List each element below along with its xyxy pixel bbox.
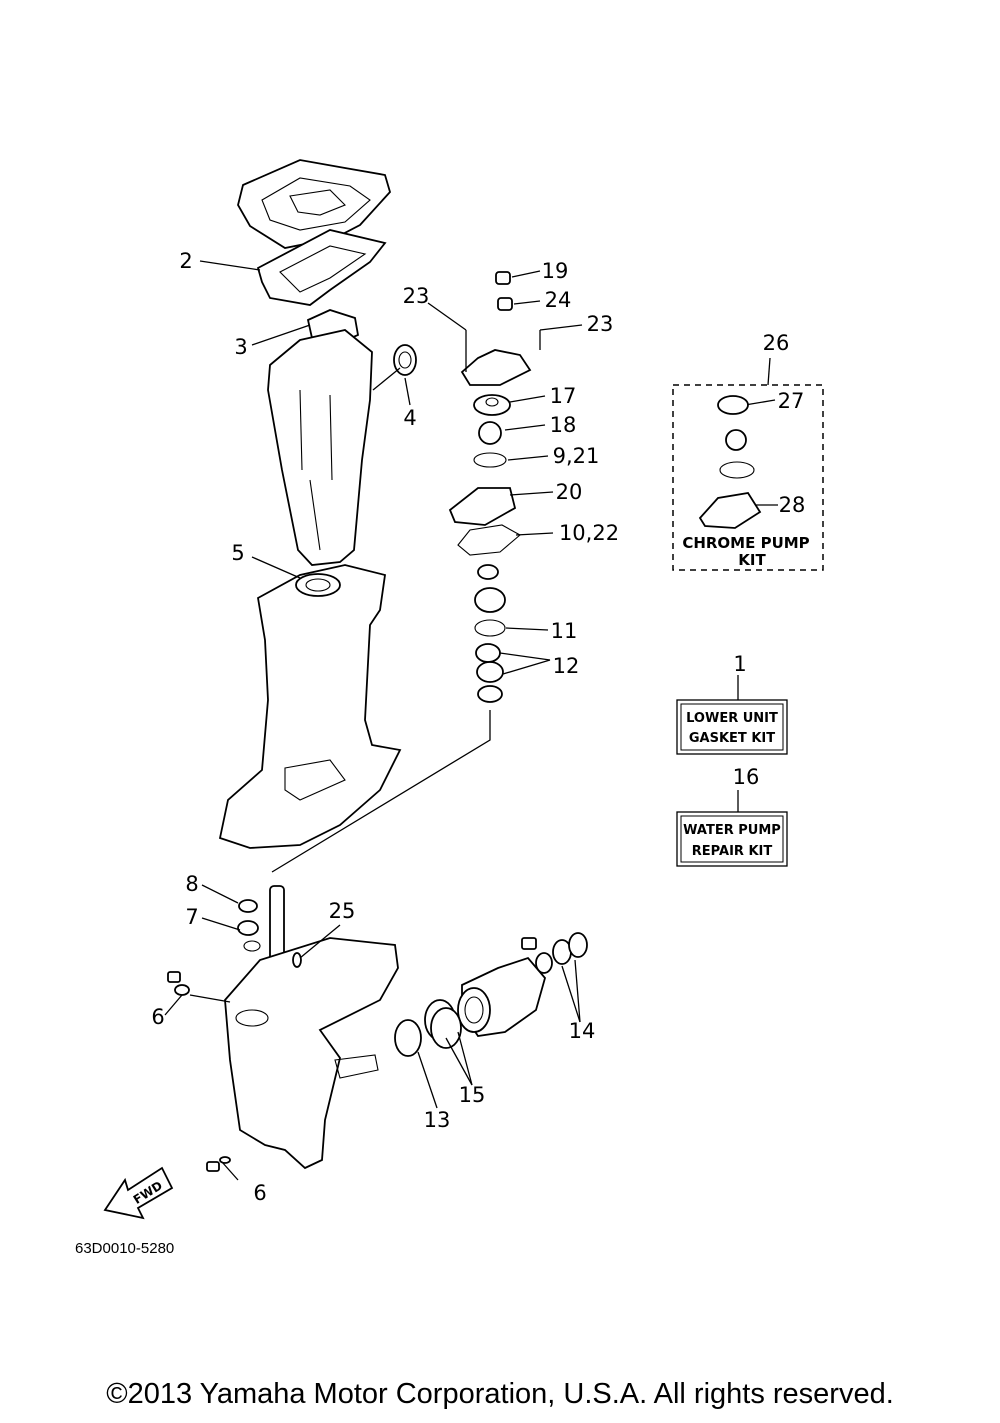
callout-26: 26: [763, 331, 790, 355]
callout-18: 18: [550, 413, 577, 437]
water-pump-repair-kit-box: WATER PUMP REPAIR KIT: [676, 811, 788, 867]
callout-24: 24: [545, 288, 572, 312]
water-pump-repair-kit-line2: REPAIR KIT: [692, 844, 773, 859]
callouts: 2 3 4 5 19 23 24 23 17 18 9,21 20 10,22 …: [151, 249, 805, 1205]
callout-14: 14: [569, 1019, 596, 1043]
water-pump-repair-kit-line1: WATER PUMP: [683, 823, 781, 838]
water-pump-parts: [448, 271, 532, 703]
callout-23-right: 23: [587, 312, 614, 336]
callout-20: 20: [556, 480, 583, 504]
callout-7: 7: [185, 905, 198, 929]
callout-3: 3: [234, 335, 247, 359]
callout-12: 12: [553, 654, 580, 678]
chrome-pump-kit-box: CHROME PUMP KIT: [672, 384, 824, 571]
callout-11: 11: [551, 619, 578, 643]
callout-8: 8: [185, 872, 198, 896]
callout-17: 17: [550, 384, 577, 408]
diagram-number: 63D0010-5280: [75, 1240, 174, 1257]
callout-4: 4: [403, 406, 416, 430]
callout-13: 13: [424, 1108, 451, 1132]
upper-mount-plate: [237, 159, 392, 249]
chrome-pump-kit-line2: KIT: [738, 551, 766, 569]
callout-10-22: 10,22: [559, 521, 619, 545]
fwd-arrow: FWD: [103, 1166, 174, 1220]
callout-19: 19: [542, 259, 569, 283]
oil-seal-4: [393, 344, 417, 376]
callout-9-21: 9,21: [553, 444, 600, 468]
upper-casing: [267, 329, 373, 566]
leader-lines: [164, 260, 778, 1181]
chrome-pump-kit-line1: CHROME PUMP: [682, 534, 809, 552]
lower-unit-gasket-kit-line2: GASKET KIT: [689, 731, 775, 746]
callout-2: 2: [179, 249, 192, 273]
callout-16: 16: [733, 765, 760, 789]
lower-casing-upper: [218, 564, 402, 849]
callout-6-lower: 6: [253, 1181, 266, 1205]
prop-shaft-housing: [394, 932, 588, 1057]
callout-25: 25: [329, 899, 356, 923]
gearcase: [224, 937, 399, 1170]
lower-unit-gasket-kit-box: LOWER UNIT GASKET KIT: [676, 699, 788, 755]
callout-27: 27: [778, 389, 805, 413]
upper-gasket: [256, 229, 387, 306]
lower-unit-gasket-kit-line1: LOWER UNIT: [686, 711, 778, 726]
callout-1: 1: [733, 652, 746, 676]
callout-28: 28: [779, 493, 806, 517]
copyright-notice: ©2013 Yamaha Motor Corporation, U.S.A. A…: [106, 1378, 894, 1410]
callout-15: 15: [459, 1083, 486, 1107]
callout-23-left: 23: [403, 284, 430, 308]
callout-6-upper: 6: [151, 1005, 164, 1029]
gearcase-small-parts: [167, 899, 302, 1172]
callout-5: 5: [231, 541, 244, 565]
